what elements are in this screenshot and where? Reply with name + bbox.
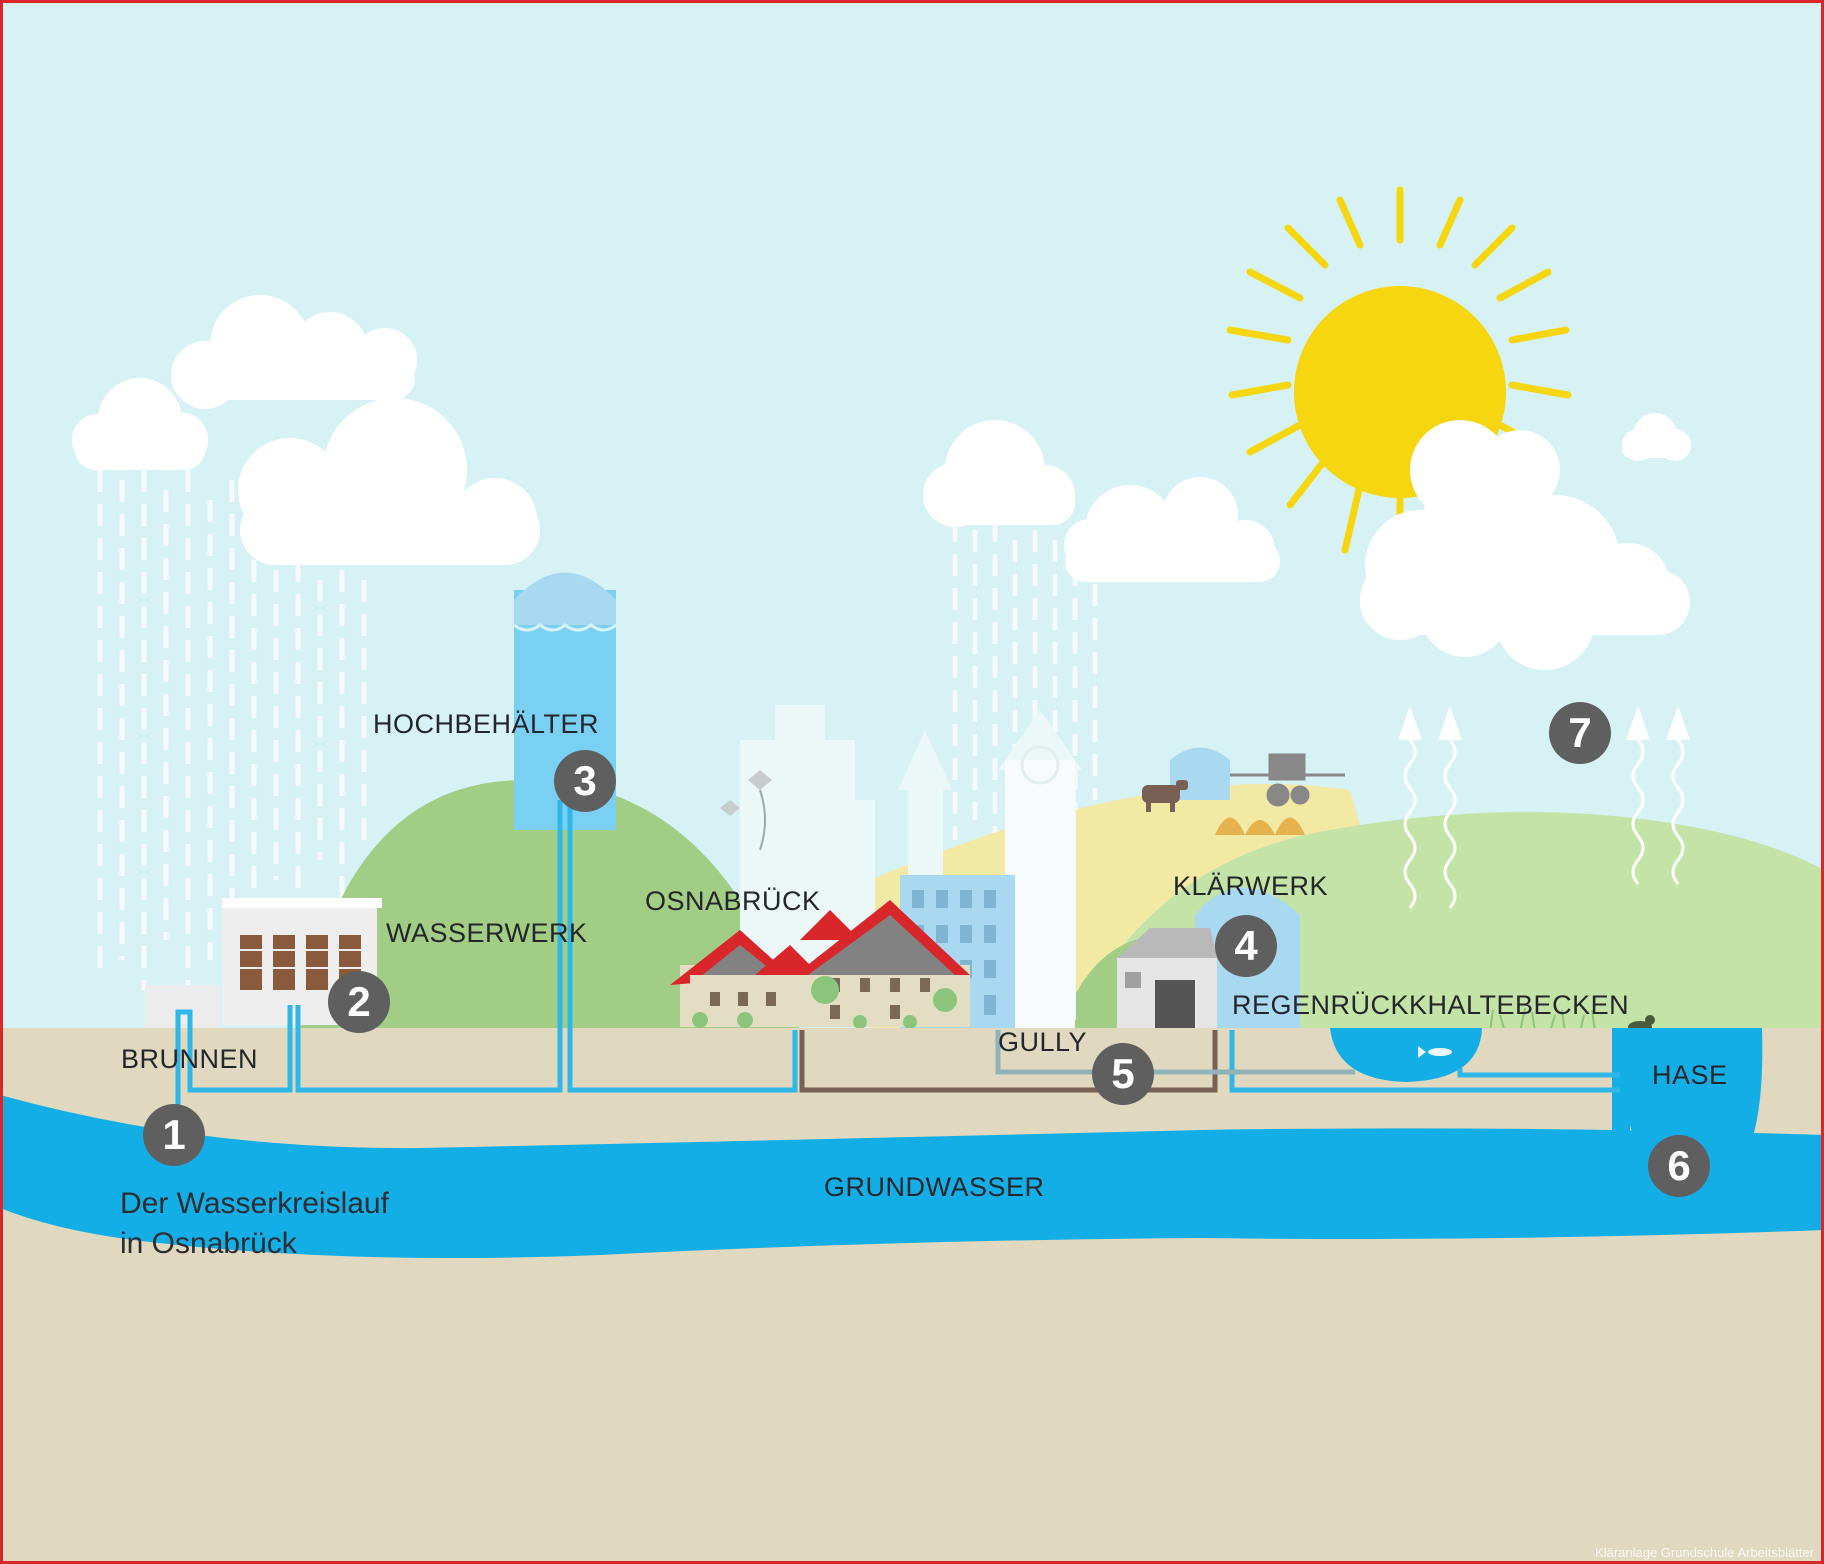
sun-icon xyxy=(1226,186,1572,564)
waste-water-pipes xyxy=(799,1030,1218,1093)
diagram-title: Der Wasserkreislauf in Osnabrück xyxy=(120,1184,389,1264)
kite-icon xyxy=(720,770,772,851)
label-hase: HASE xyxy=(1652,1060,1728,1090)
wheat-icon xyxy=(1215,817,1305,835)
house-icon xyxy=(670,900,970,1029)
label-hochbehaelter: HOCHBEHÄLTER xyxy=(373,709,600,739)
label-brunnen: BRUNNEN xyxy=(121,1044,259,1074)
cow-icon xyxy=(1142,780,1188,812)
ground xyxy=(0,1028,1824,1564)
label-osnabrueck: OSNABRÜCK xyxy=(645,886,821,916)
rain-icon xyxy=(97,470,1098,1000)
marker-3-hochbehaelter: 3 xyxy=(554,750,616,812)
marker-2-wasserwerk: 2 xyxy=(328,971,390,1033)
grundwasser-band xyxy=(0,1095,1824,1259)
marker-6-hase: 6 xyxy=(1648,1135,1710,1197)
evaporation-arrow-icon xyxy=(1398,706,1690,909)
regenrueckhaltebecken-basin xyxy=(1330,1028,1482,1082)
marker-5-gully: 5 xyxy=(1092,1043,1154,1105)
title-line-2: in Osnabrück xyxy=(120,1227,297,1260)
fresh-water-pipes xyxy=(175,800,1620,1135)
label-wasserwerk: WASSERWERK xyxy=(386,918,588,948)
label-klaerwerk: KLÄRWERK xyxy=(1173,871,1329,901)
tower-icon xyxy=(1005,745,1075,1030)
marker-7-verdunstung: 7 xyxy=(1549,702,1611,764)
storm-water-pipes xyxy=(995,1030,1355,1075)
hase-river xyxy=(1612,1028,1763,1165)
hill-left xyxy=(300,780,800,1030)
cloud-icon xyxy=(72,295,1691,670)
label-grundwasser: GRUNDWASSER xyxy=(824,1172,1045,1202)
title-line-1: Der Wasserkreislauf xyxy=(120,1187,389,1220)
tractor-icon xyxy=(1230,753,1345,807)
label-regenrueckhaltebecken: REGENRÜCKKHALTEBECKEN xyxy=(1232,990,1630,1020)
fish-icon xyxy=(1418,1046,1452,1058)
credit-text: Kläranlage Grundschule Arbeitsblätter xyxy=(1595,1545,1814,1560)
marker-1-brunnen: 1 xyxy=(143,1104,205,1166)
marker-4-klaerwerk: 4 xyxy=(1215,915,1277,977)
label-gully: GULLY xyxy=(998,1027,1088,1057)
hase-river-edge xyxy=(1612,1028,1630,1150)
